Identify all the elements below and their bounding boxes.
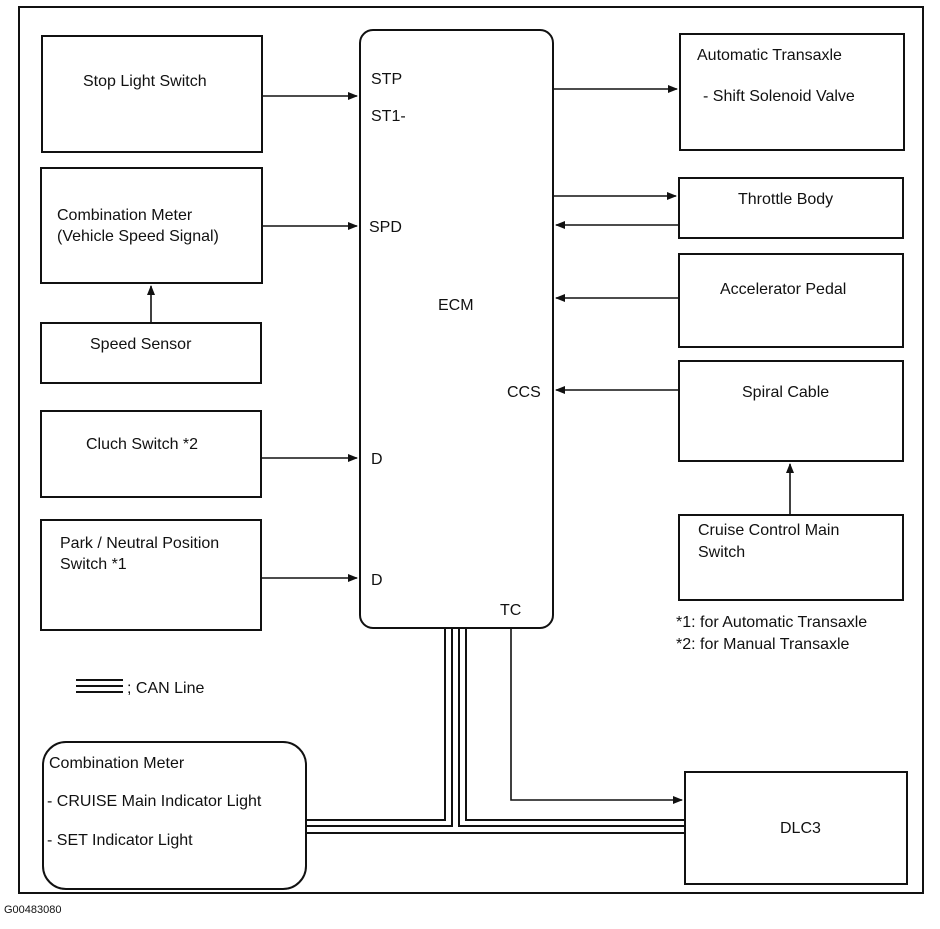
comb-meter-bottom-item-1: - CRUISE Main Indicator Light bbox=[47, 793, 262, 810]
comb-meter-bottom-title: Combination Meter bbox=[49, 755, 185, 772]
spiral-cable-label: Spiral Cable bbox=[742, 384, 830, 401]
automatic-transaxle-label-2: - Shift Solenoid Valve bbox=[703, 88, 855, 105]
combination-meter-indicator-box: Combination Meter - CRUISE Main Indicato… bbox=[42, 741, 307, 890]
note-automatic-transaxle: *1: for Automatic Transaxle bbox=[676, 614, 868, 631]
ecm-pin-st1: ST1- bbox=[371, 108, 406, 125]
figure-id: G00483080 bbox=[4, 904, 62, 916]
ecm-pin-ccs: CCS bbox=[507, 384, 541, 401]
accelerator-pedal-label: Accelerator Pedal bbox=[720, 281, 847, 298]
park-neutral-label-2: Switch *1 bbox=[60, 556, 127, 573]
park-neutral-switch-box: Park / Neutral Position Switch *1 bbox=[40, 519, 262, 631]
cluch-switch-box: Cluch Switch *2 bbox=[40, 410, 262, 498]
ecm-label: ECM bbox=[438, 297, 474, 314]
legend-can-line-label: ; CAN Line bbox=[127, 680, 205, 697]
cluch-switch-label: Cluch Switch *2 bbox=[86, 436, 199, 453]
can-line-to-comb-meter-outer bbox=[307, 629, 446, 821]
speed-sensor-label: Speed Sensor bbox=[90, 336, 192, 353]
dlc3-box: DLC3 bbox=[684, 771, 908, 885]
can-line-to-comb-meter-inner bbox=[307, 629, 453, 827]
stop-light-switch-box: Stop Light Switch bbox=[41, 35, 263, 153]
wire-tc-to-dlc3 bbox=[510, 629, 683, 804]
comb-meter-bottom-item-2: - SET Indicator Light bbox=[47, 832, 193, 849]
combination-meter-speed-label-2: (Vehicle Speed Signal) bbox=[57, 228, 219, 245]
can-line-to-dlc3-inner bbox=[458, 629, 684, 827]
cruise-control-label-2: Switch bbox=[698, 544, 746, 561]
ecm-pin-tc: TC bbox=[500, 602, 522, 619]
throttle-body-label: Throttle Body bbox=[738, 191, 834, 208]
note-manual-transaxle: *2: for Manual Transaxle bbox=[676, 636, 850, 653]
park-neutral-label-1: Park / Neutral Position bbox=[60, 535, 220, 552]
combination-meter-speed-box: Combination Meter (Vehicle Speed Signal) bbox=[40, 167, 263, 284]
stop-light-switch-label: Stop Light Switch bbox=[83, 73, 207, 90]
cruise-control-main-switch-box: Cruise Control Main Switch bbox=[678, 514, 904, 601]
ecm-pin-d1: D bbox=[371, 451, 383, 468]
cruise-control-label-1: Cruise Control Main bbox=[698, 522, 840, 539]
automatic-transaxle-label-1: Automatic Transaxle bbox=[697, 47, 842, 64]
ecm-pin-spd: SPD bbox=[369, 219, 402, 236]
throttle-body-box: Throttle Body bbox=[678, 177, 904, 239]
diagram-frame bbox=[18, 6, 924, 894]
combination-meter-speed-label-1: Combination Meter bbox=[57, 207, 193, 224]
ecm-box: STP ST1- SPD ECM CCS D D TC bbox=[359, 29, 554, 629]
can-line-to-dlc3-outer bbox=[465, 629, 684, 821]
ecm-pin-stp: STP bbox=[371, 71, 403, 88]
dlc3-label: DLC3 bbox=[780, 820, 821, 837]
automatic-transaxle-box: Automatic Transaxle - Shift Solenoid Val… bbox=[679, 33, 905, 151]
spiral-cable-box: Spiral Cable bbox=[678, 360, 904, 462]
accelerator-pedal-box: Accelerator Pedal bbox=[678, 253, 904, 348]
speed-sensor-box: Speed Sensor bbox=[40, 322, 262, 384]
ecm-pin-d2: D bbox=[371, 572, 383, 589]
